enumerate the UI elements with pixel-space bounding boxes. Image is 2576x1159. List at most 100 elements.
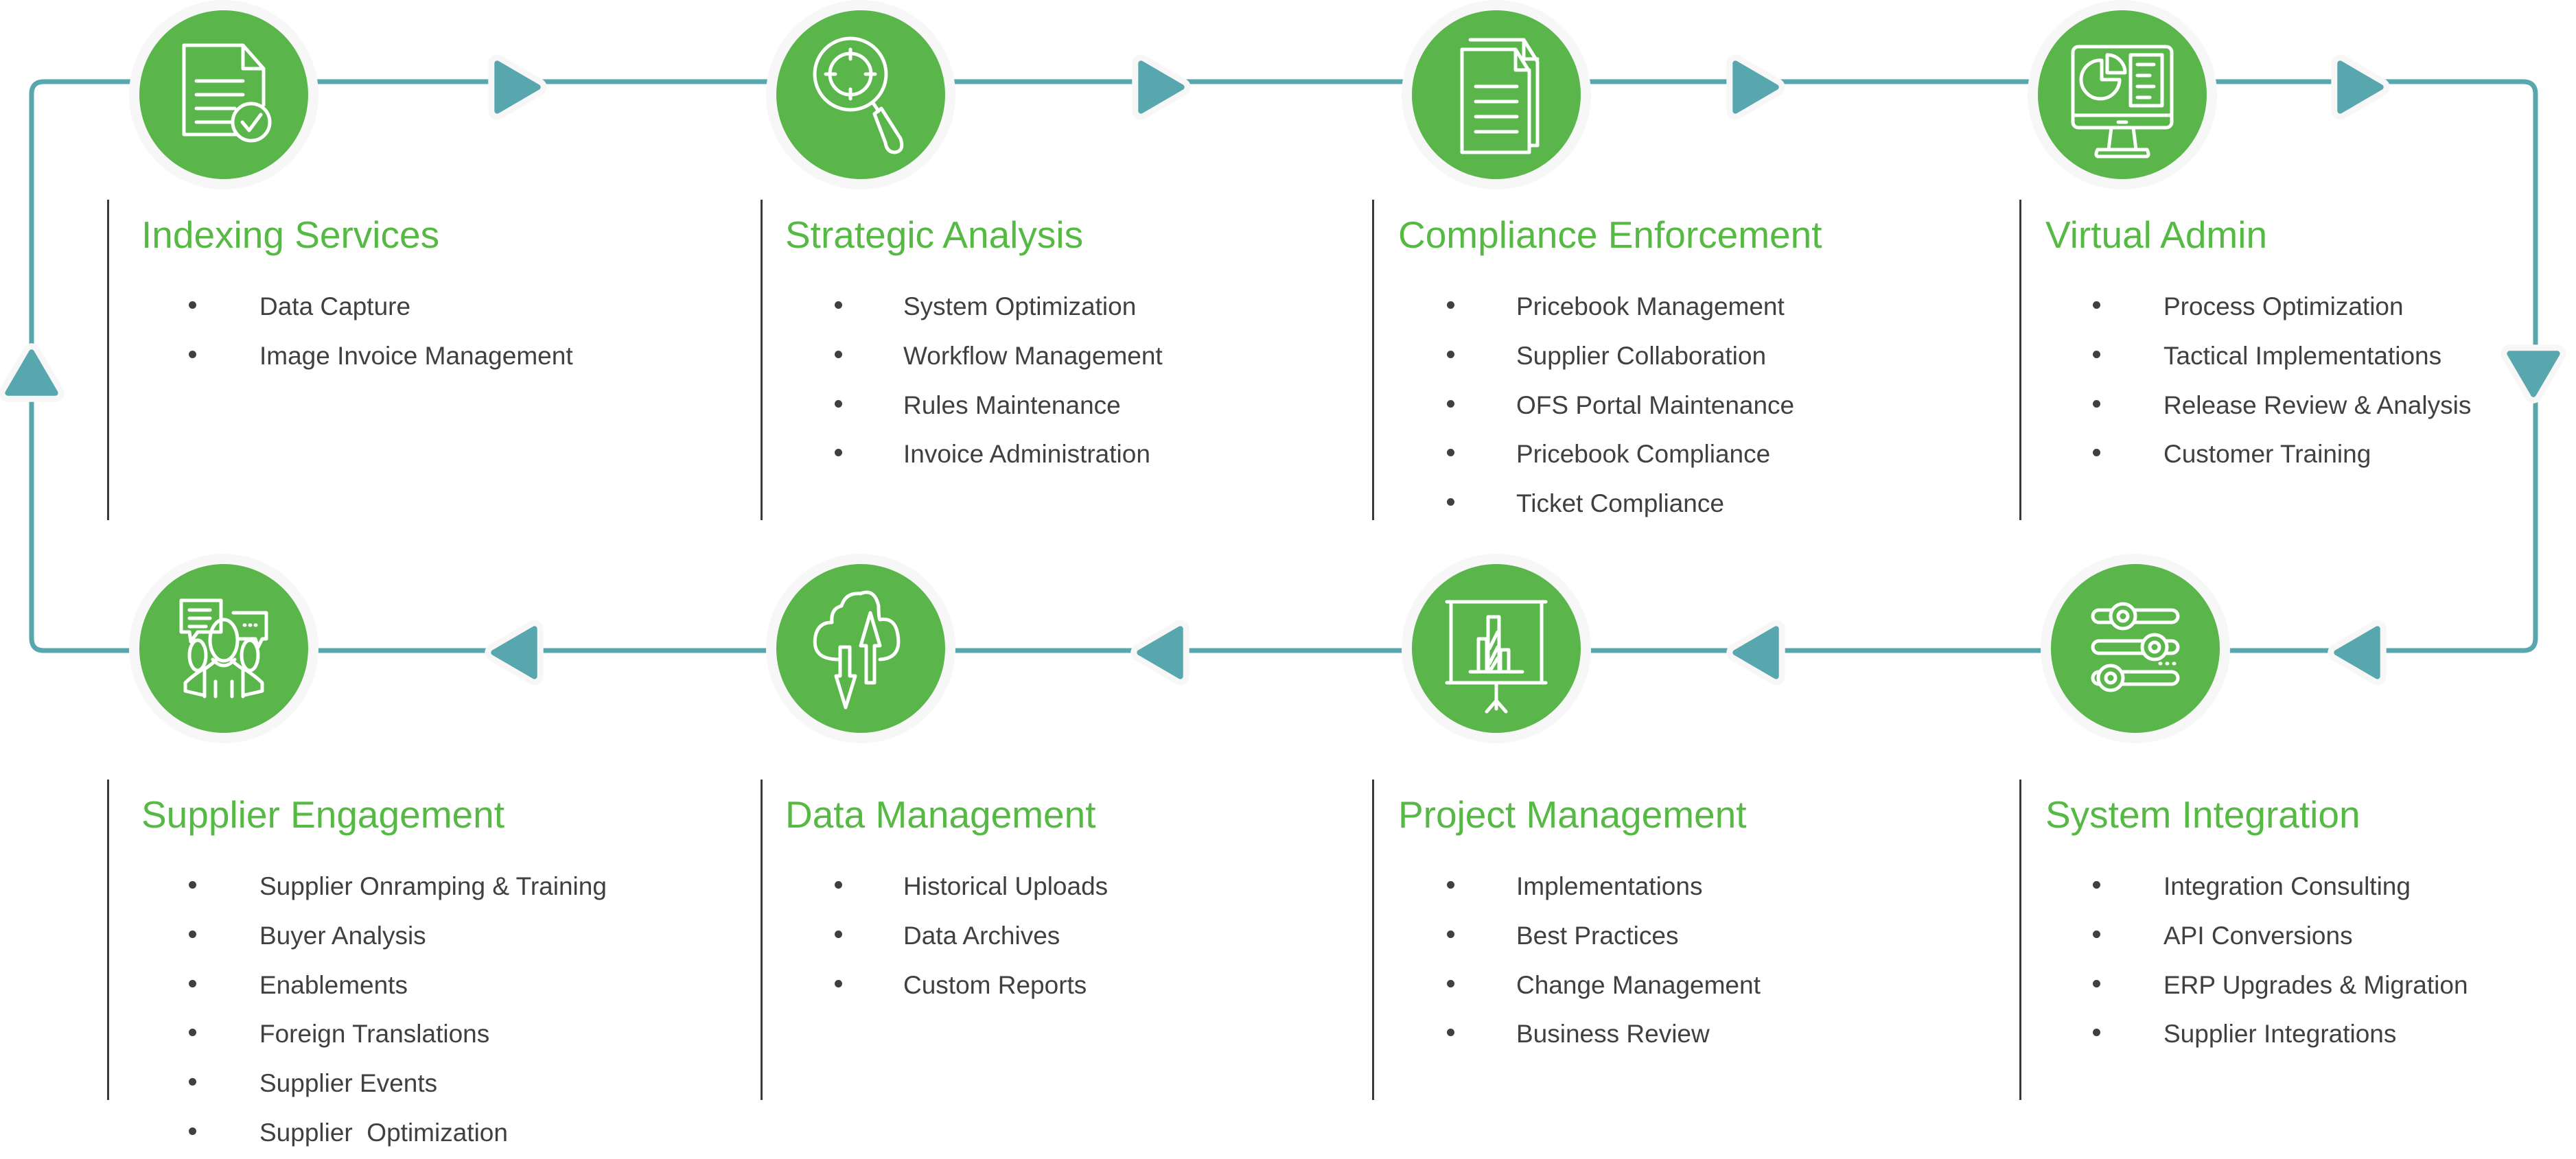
- bullet-icon: [1447, 350, 1454, 358]
- stage-list-item: ERP Upgrades & Migration: [2163, 970, 2468, 999]
- stage-list-item: Supplier Integrations: [2163, 1020, 2397, 1049]
- bullet-icon: [835, 881, 842, 889]
- stage-list-item: Business Review: [1516, 1020, 1710, 1049]
- bullet-icon: [189, 881, 196, 889]
- stage-list-item: Workflow Management: [903, 341, 1163, 370]
- bullet-icon: [189, 979, 196, 987]
- connector-loop: [29, 79, 2538, 653]
- bullet-icon: [2093, 930, 2100, 938]
- arrow-right-icon: [1132, 54, 1191, 120]
- bullet-icon: [835, 350, 842, 358]
- bullet-icon: [2093, 301, 2100, 309]
- stage-node-project-management: [1402, 554, 1591, 743]
- bullet-icon: [1447, 399, 1454, 408]
- bullet-icon: [189, 930, 196, 938]
- stage-list-item: Integration Consulting: [2163, 872, 2411, 900]
- stage-node-data-management: [766, 554, 955, 743]
- people-chat-icon: [179, 598, 268, 699]
- bullet-icon: [189, 301, 196, 309]
- column-divider: [2019, 780, 2021, 1100]
- presentation-chart-icon: [1445, 600, 1548, 714]
- bullet-icon: [1447, 449, 1454, 457]
- stage-list-item: Supplier Onramping & Training: [259, 872, 607, 900]
- column-divider: [107, 780, 109, 1100]
- bullet-icon: [1447, 1029, 1454, 1037]
- node-circle: [776, 564, 945, 733]
- stage-list-item: Custom Reports: [903, 970, 1087, 999]
- stage-list-item: System Optimization: [903, 292, 1137, 320]
- stage-list-item: Pricebook Management: [1516, 292, 1785, 320]
- stage-title: Virtual Admin: [2045, 213, 2268, 256]
- sliders-icon: [2091, 602, 2180, 692]
- node-circle: [776, 10, 945, 179]
- stage-title: Data Management: [785, 793, 1096, 836]
- arrow-left-icon: [1130, 620, 1190, 686]
- column-divider: [1372, 200, 1374, 520]
- column-divider: [761, 200, 763, 520]
- bullet-icon: [835, 449, 842, 457]
- stage-node-system-integration: [2041, 554, 2230, 743]
- bullet-icon: [1447, 301, 1454, 309]
- bullet-icon: [189, 1029, 196, 1037]
- cloud-transfer-icon: [813, 590, 901, 710]
- column-divider: [107, 200, 109, 520]
- stage-list-item: Implementations: [1516, 872, 1703, 900]
- bullet-icon: [2093, 881, 2100, 889]
- arrow-right-icon: [2331, 54, 2390, 120]
- stage-node-compliance-enforcement: [1402, 0, 1591, 189]
- stage-title: System Integration: [2045, 793, 2360, 836]
- bullet-icon: [2093, 399, 2100, 408]
- stage-list-item: Pricebook Compliance: [1516, 440, 1771, 469]
- stage-title: Project Management: [1398, 793, 1747, 836]
- document-check-icon: [182, 43, 272, 143]
- bullet-icon: [189, 1078, 196, 1086]
- stage-list-item: OFS Portal Maintenance: [1516, 390, 1795, 419]
- arrow-left-icon: [1726, 620, 1785, 686]
- stage-list-item: Supplier Optimization: [259, 1119, 508, 1147]
- bullet-icon: [1447, 881, 1454, 889]
- stage-node-indexing-services: [129, 0, 318, 189]
- stage-node-strategic-analysis: [766, 0, 955, 189]
- stage-title: Compliance Enforcement: [1398, 213, 1822, 256]
- documents-stack-icon: [1460, 38, 1540, 154]
- stage-list-item: Data Archives: [903, 921, 1060, 950]
- stage-list-item: Enablements: [259, 970, 408, 999]
- arrow-right-icon: [1726, 54, 1785, 120]
- bullet-icon: [189, 350, 196, 358]
- stage-list-item: Best Practices: [1516, 921, 1679, 950]
- stage-list-item: Buyer Analysis: [259, 921, 426, 950]
- bullet-icon: [835, 979, 842, 987]
- bullet-icon: [2093, 1029, 2100, 1037]
- stage-list-item: API Conversions: [2163, 921, 2353, 950]
- bullet-icon: [1447, 930, 1454, 938]
- bullet-icon: [835, 301, 842, 309]
- column-divider: [2019, 200, 2021, 520]
- bullet-icon: [2093, 350, 2100, 358]
- stage-title: Strategic Analysis: [785, 213, 1084, 256]
- arrow-down-icon: [2500, 344, 2566, 403]
- bullet-icon: [1447, 498, 1454, 506]
- monitor-dashboard-icon: [2071, 45, 2174, 159]
- bullet-icon: [189, 1127, 196, 1135]
- bullet-icon: [1447, 979, 1454, 987]
- stage-list-item: Data Capture: [259, 292, 411, 320]
- node-circle: [2038, 10, 2207, 179]
- stage-title: Indexing Services: [141, 213, 440, 256]
- stage-list-item: Customer Training: [2163, 440, 2371, 469]
- stage-node-virtual-admin: [2028, 0, 2217, 189]
- stage-list-item: Foreign Translations: [259, 1020, 490, 1049]
- arrow-right-icon: [488, 54, 547, 120]
- stage-node-supplier-engagement: [129, 554, 318, 743]
- column-divider: [1372, 780, 1374, 1100]
- stage-list-item: Image Invoice Management: [259, 341, 573, 370]
- stage-list-item: Invoice Administration: [903, 440, 1150, 469]
- column-divider: [761, 780, 763, 1100]
- stage-list-item: Rules Maintenance: [903, 390, 1121, 419]
- bullet-icon: [2093, 979, 2100, 987]
- stage-list-item: Tactical Implementations: [2163, 341, 2442, 370]
- arrow-left-icon: [2328, 620, 2387, 686]
- stage-list-item: Ticket Compliance: [1516, 489, 1724, 518]
- stage-list-item: Release Review & Analysis: [2163, 390, 2472, 419]
- stage-title: Supplier Engagement: [141, 793, 504, 836]
